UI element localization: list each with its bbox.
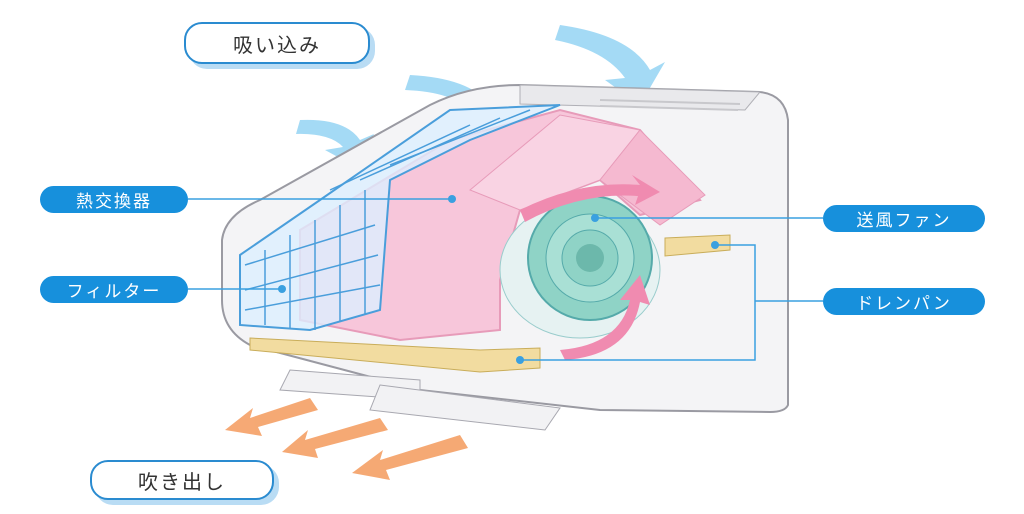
filter (239, 104, 561, 332)
louvers (279, 369, 561, 431)
drain-pan-front (249, 337, 541, 373)
label-intake: 吸い込み (184, 22, 370, 64)
label-heat-exchanger: 熱交換器 (40, 186, 188, 213)
label-outlet: 吹き出し (90, 460, 274, 500)
label-filter: フィルター (40, 276, 188, 303)
leader-lines (188, 198, 823, 361)
blower-fan (499, 175, 661, 360)
drain-pan-rear (664, 234, 731, 257)
label-drain-pan: ドレンパン (823, 288, 985, 315)
outlet-arrows (225, 398, 468, 480)
label-fan: 送風ファン (823, 205, 985, 232)
